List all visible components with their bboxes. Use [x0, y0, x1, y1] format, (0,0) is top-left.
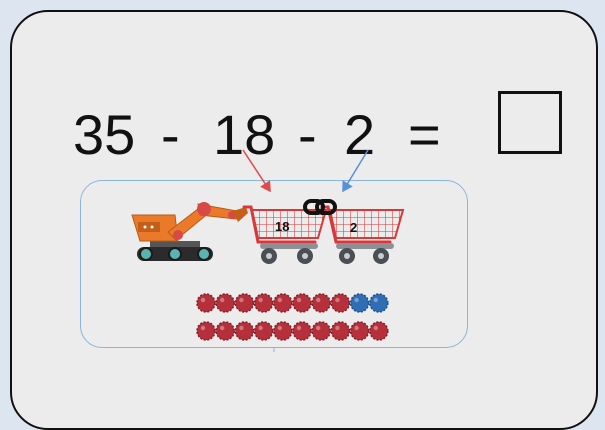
red-counter	[292, 293, 312, 313]
equation-second-number: 18	[213, 103, 276, 166]
counter-highlight	[354, 325, 359, 331]
red-counter	[311, 293, 331, 313]
red-counter	[311, 321, 331, 341]
red-counter	[330, 293, 351, 313]
red-counter	[273, 293, 293, 313]
counter-highlight	[296, 297, 302, 303]
answer-box[interactable]	[498, 91, 562, 154]
arrow-to-cart-18	[242, 149, 271, 193]
counter-highlight	[258, 325, 263, 331]
red-counter	[369, 321, 389, 341]
red-counter	[253, 293, 274, 313]
cart-2-label: 2	[350, 220, 357, 235]
counter-highlight	[277, 325, 282, 331]
counter-highlight	[200, 297, 206, 303]
cart-18-label: 18	[275, 219, 289, 234]
scene-illustration: 18 2	[131, 149, 405, 352]
equation-equals: =	[408, 103, 441, 166]
equation-minus-2: -	[298, 103, 317, 166]
counters	[196, 293, 389, 341]
red-counter	[196, 321, 216, 341]
red-counter	[349, 321, 370, 341]
counter-highlight	[200, 325, 206, 331]
counter-highlight	[373, 325, 378, 331]
red-counter	[196, 293, 216, 313]
red-counter	[330, 321, 351, 341]
counter-highlight	[316, 325, 321, 331]
chain-link-icon	[303, 199, 337, 215]
counter-highlight	[239, 297, 244, 303]
red-counter	[253, 321, 274, 341]
red-counter	[234, 293, 255, 313]
blue-counter	[349, 293, 370, 313]
counter-highlight	[220, 325, 225, 331]
equation-minus-1: -	[161, 103, 180, 166]
red-counter	[292, 321, 312, 341]
equation-first-number: 35	[73, 103, 136, 166]
excavator-icon	[131, 202, 248, 261]
counter-highlight	[354, 297, 359, 303]
counter-highlight	[373, 297, 378, 303]
red-counter	[215, 293, 235, 313]
counter-highlight	[239, 325, 244, 331]
red-counter	[215, 321, 235, 341]
counter-highlight	[258, 297, 263, 303]
equation-third-number: 2	[344, 103, 376, 166]
cart-icon	[242, 205, 328, 264]
red-counter	[273, 321, 293, 341]
red-counter	[234, 321, 255, 341]
cart-icon	[320, 205, 405, 264]
counter-highlight	[277, 297, 282, 303]
counter-highlight	[220, 297, 225, 303]
counter-highlight	[335, 325, 340, 331]
arrow-to-cart-2	[342, 149, 369, 193]
counter-highlight	[316, 297, 321, 303]
counter-highlight	[296, 325, 302, 331]
blue-counter	[369, 293, 389, 313]
counter-highlight	[335, 297, 340, 303]
